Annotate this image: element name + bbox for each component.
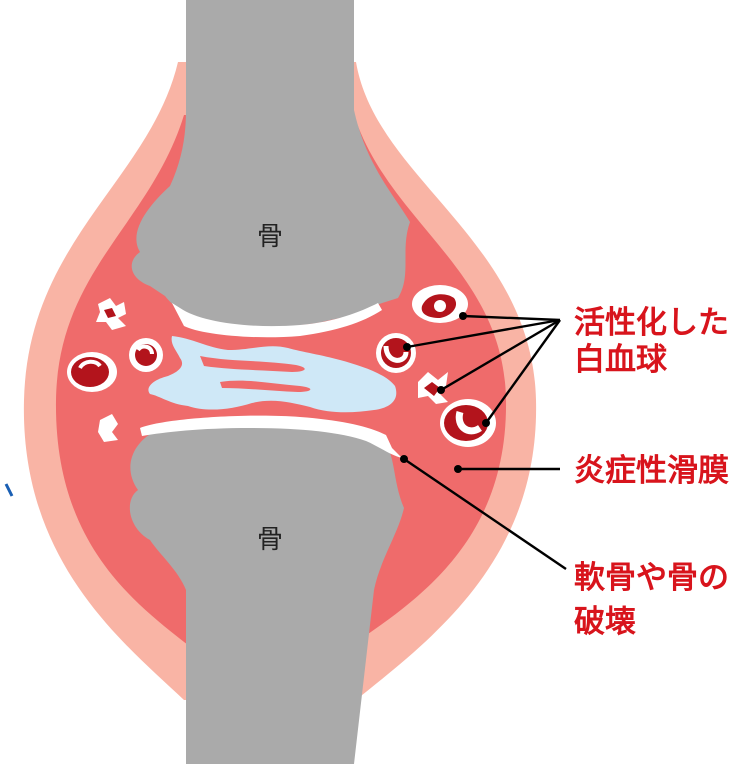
synovium-label: 炎症性滑膜 xyxy=(574,453,729,489)
white-blood-cell xyxy=(376,333,416,373)
white-blood-cell xyxy=(440,399,496,447)
synovium-strand xyxy=(220,380,311,392)
white-blood-cell xyxy=(96,298,126,330)
blue-mark xyxy=(4,483,14,497)
upper-bone xyxy=(131,0,410,328)
white-blood-cell xyxy=(67,352,117,392)
white-blood-cell xyxy=(418,372,448,404)
joint-fluid xyxy=(148,336,397,413)
lower-cartilage xyxy=(140,415,402,458)
white-blood-cell xyxy=(98,414,118,442)
upper-cartilage xyxy=(172,303,382,338)
destruction-label-line1: 軟骨や骨の xyxy=(574,560,729,596)
activated-wbc-label-line1: 活性化した xyxy=(574,305,729,341)
leader-lines-wbc xyxy=(406,314,561,424)
destruction-label-line2: 破壊 xyxy=(574,604,636,640)
white-blood-cell xyxy=(412,285,468,323)
bone-upper-label: 骨 xyxy=(257,222,283,252)
leader-dot-synovium xyxy=(454,465,462,473)
bone-lower-label: 骨 xyxy=(257,525,283,555)
activated-wbc-label-line2: 白血球 xyxy=(574,342,668,378)
lower-bone xyxy=(129,421,405,764)
leader-dot-destruction xyxy=(400,455,408,463)
leader-line-destruction xyxy=(403,458,567,570)
synovium-strand xyxy=(200,356,305,372)
leader-dots-wbc xyxy=(403,312,490,427)
white-blood-cell xyxy=(129,338,163,372)
